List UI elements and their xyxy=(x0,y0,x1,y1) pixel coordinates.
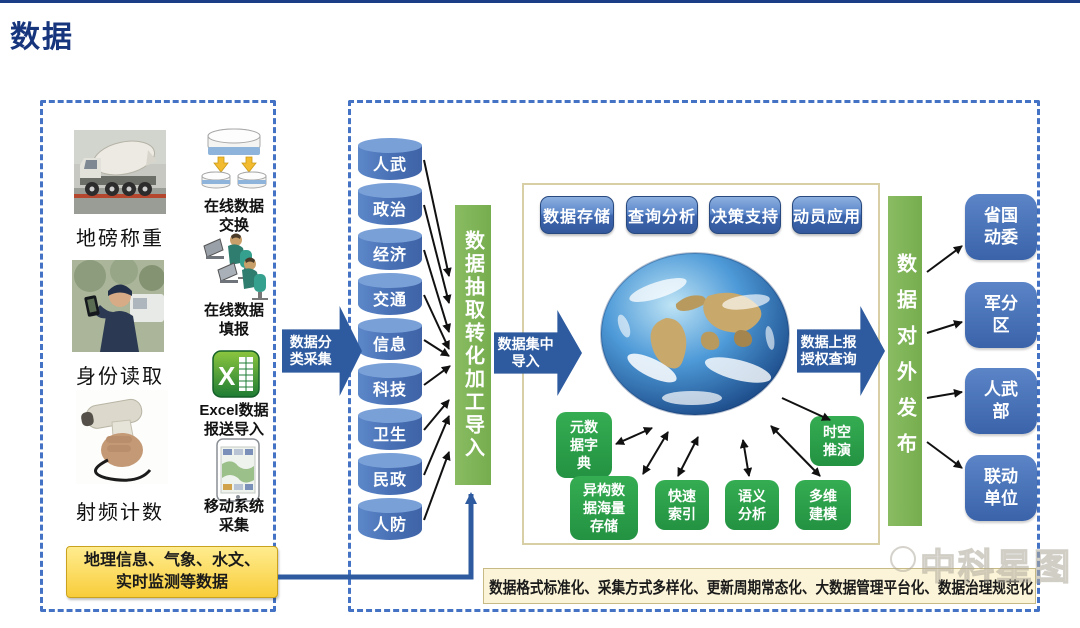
function-button-mobilize: 动员应用 xyxy=(792,196,862,234)
online-fill-label: 在线数据 填报 xyxy=(203,302,264,338)
category-cylinder: 信息 xyxy=(358,318,422,362)
bottom-banner-text: 数据格式标准化、采集方式多样化、更新周期常态化、大数据管理平台化、数据治理规范化 xyxy=(489,580,1034,597)
etl-bar-label: 数据抽取转化加工导入 xyxy=(461,230,484,460)
report-arrow-label: 数据上报 授权查询 xyxy=(800,333,857,368)
category-cylinder: 政治 xyxy=(358,183,422,227)
function-button-query: 查询分析 xyxy=(626,196,698,234)
top-accent-line xyxy=(0,0,1080,3)
function-button-decision: 决策支持 xyxy=(709,196,781,234)
category-cylinder: 交通 xyxy=(358,273,422,317)
identity-reading-photo xyxy=(72,257,165,357)
output-provincial-mobilization-committee: 省国 动委 xyxy=(965,194,1037,260)
rfid-counting-label: 射频计数 xyxy=(76,502,164,524)
identity-reading-label: 身份读取 xyxy=(76,366,164,388)
publish-bar: 数据对外发布 xyxy=(888,196,922,526)
category-cylinder: 人武 xyxy=(358,138,422,182)
capability-spacetime-deduction: 时空 推演 xyxy=(810,416,864,466)
output-linked-units: 联动 单位 xyxy=(965,455,1037,521)
function-button-storage: 数据存储 xyxy=(540,196,614,234)
category-cylinder: 民政 xyxy=(358,453,422,497)
category-cylinder: 人防 xyxy=(358,498,422,542)
online-exchange-label: 在线数据 交换 xyxy=(203,198,264,234)
category-cylinder: 科技 xyxy=(358,363,422,407)
weighbridge-label: 地磅称重 xyxy=(76,228,164,250)
capability-metadata-dictionary: 元数 据字 典 xyxy=(556,412,612,478)
category-cylinder: 经济 xyxy=(358,228,422,272)
mobile-collect-icon xyxy=(216,438,260,507)
online-fill-icon xyxy=(198,230,270,305)
capability-heterogeneous-storage: 异构数 据海量 存储 xyxy=(570,476,638,540)
publish-bar-label: 数据对外发布 xyxy=(893,253,916,469)
rfid-scanner-photo xyxy=(76,390,168,489)
earth-globe xyxy=(600,252,790,421)
collect-arrow-label: 数据分 类采集 xyxy=(289,333,332,368)
weighbridge-photo xyxy=(74,130,166,219)
excel-import-label: Excel数据 报送导入 xyxy=(199,402,269,438)
geo-data-note: 地理信息、气象、水文、 实时监测等数据 xyxy=(66,546,278,598)
sources-panel xyxy=(40,100,276,612)
bottom-banner: 数据格式标准化、采集方式多样化、更新周期常态化、大数据管理平台化、数据治理规范化 xyxy=(483,568,1036,604)
capability-semantic-analysis: 语义 分析 xyxy=(725,480,779,530)
etl-bar: 数据抽取转化加工导入 xyxy=(455,205,491,485)
category-cylinder: 卫生 xyxy=(358,408,422,452)
excel-icon: X xyxy=(212,350,260,403)
output-military-subdistrict: 军分 区 xyxy=(965,282,1037,348)
online-exchange-icon xyxy=(196,128,272,197)
page-title: 数据 xyxy=(10,21,74,54)
mobile-collect-label: 移动系统 采集 xyxy=(203,498,264,534)
output-armed-forces-dept: 人武 部 xyxy=(965,368,1037,434)
svg-text:X: X xyxy=(218,361,236,391)
import-arrow-label: 数据集中 导入 xyxy=(497,335,554,370)
capability-fast-index: 快速 索引 xyxy=(655,480,709,530)
capability-multidim-modeling: 多维 建模 xyxy=(795,480,851,530)
